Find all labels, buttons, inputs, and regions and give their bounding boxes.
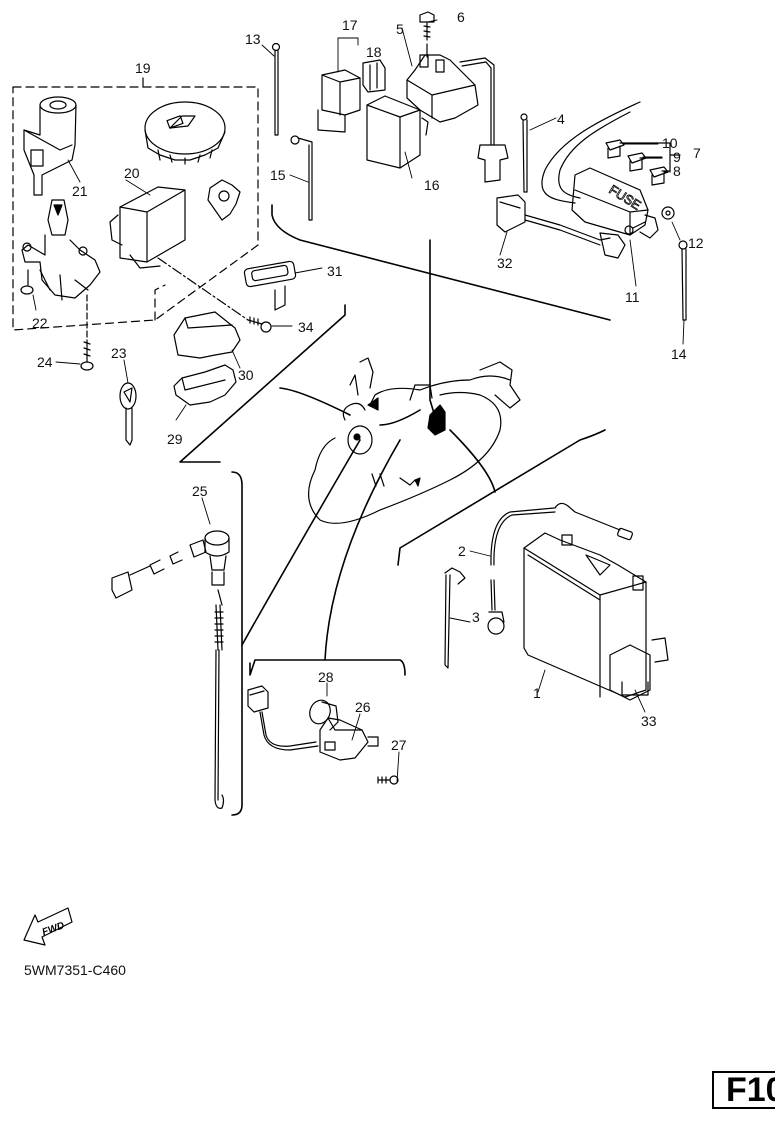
callout-31: 31 xyxy=(327,263,343,279)
part-30-cover xyxy=(173,311,241,359)
part-19-main-switch xyxy=(21,199,101,301)
callout-26: 26 xyxy=(355,699,371,715)
callout-18: 18 xyxy=(366,44,382,60)
callout-7: 7 xyxy=(693,145,701,161)
part-25-sensor xyxy=(111,530,230,809)
callout-30: 30 xyxy=(238,367,254,383)
part-24-bolt xyxy=(80,294,94,371)
part-5-starter-relay xyxy=(406,54,509,183)
part-27-screw xyxy=(377,775,399,785)
part-32-connector xyxy=(496,194,626,259)
part-17-relay xyxy=(317,69,361,133)
callout-1: 1 xyxy=(533,685,541,701)
fwd-arrow-icon: FWD xyxy=(23,907,73,946)
part-3-tie-strap xyxy=(444,567,466,669)
callout-2: 2 xyxy=(458,543,466,559)
callout-14: 14 xyxy=(671,346,687,362)
callout-23: 23 xyxy=(111,345,127,361)
callout-leader-lines xyxy=(32,19,685,783)
part-16-relay xyxy=(366,95,429,169)
part-20-ecu xyxy=(109,186,186,269)
part-29-holder xyxy=(173,364,237,406)
callout-34: 34 xyxy=(298,319,314,335)
callout-28: 28 xyxy=(318,669,334,685)
part-2-battery-cable xyxy=(487,502,633,635)
callout-21: 21 xyxy=(72,183,88,199)
callout-10: 10 xyxy=(662,135,678,151)
callout-8: 8 xyxy=(673,163,681,179)
callout-25: 25 xyxy=(192,483,208,499)
part-12-grommet xyxy=(661,206,675,220)
part-31-rubber xyxy=(243,260,297,311)
callout-4: 4 xyxy=(557,111,565,127)
callout-20: 20 xyxy=(124,165,140,181)
part-28-clamp xyxy=(309,699,339,731)
section-boundaries xyxy=(179,204,611,816)
part-14-tie-strap xyxy=(678,240,688,321)
part-21-lock-cylinder xyxy=(23,96,77,196)
part-8-9-10-fuses xyxy=(605,139,681,186)
motorcycle-silhouette xyxy=(308,357,521,524)
part-34-screw xyxy=(157,257,272,333)
callout-13: 13 xyxy=(245,31,261,47)
callout-24: 24 xyxy=(37,354,53,370)
callout-16: 16 xyxy=(424,177,440,193)
part-11-screw xyxy=(624,221,646,235)
drawing-code: 5WM7351-C460 xyxy=(24,962,126,978)
part-22-bolt xyxy=(20,269,34,295)
callout-11: 11 xyxy=(625,289,640,305)
page-id-box: F10 xyxy=(712,1071,775,1109)
callout-5: 5 xyxy=(396,21,404,37)
callout-12: 12 xyxy=(688,235,704,251)
part-bracket-sensor xyxy=(207,179,241,221)
callout-19: 19 xyxy=(135,60,151,76)
part-4-tie-strap xyxy=(520,113,528,193)
callout-27: 27 xyxy=(391,737,407,753)
page-id: F10 xyxy=(726,1071,775,1109)
part-15-wire-clip xyxy=(290,135,313,221)
callout-22: 22 xyxy=(32,315,48,331)
callout-3: 3 xyxy=(472,609,480,625)
part-26-speed-sensor xyxy=(247,685,379,761)
callout-15: 15 xyxy=(270,167,286,183)
callout-17: 17 xyxy=(342,17,358,33)
fuse-box-label: FUSE xyxy=(606,182,644,213)
part-1-battery xyxy=(523,532,647,698)
part-18-connector xyxy=(362,59,386,93)
callout-33: 33 xyxy=(641,713,657,729)
part-13-tie-strap xyxy=(271,42,281,136)
fwd-label: FWD xyxy=(41,920,66,938)
part-19-fuel-cap xyxy=(144,101,226,165)
callout-9: 9 xyxy=(673,149,681,165)
part-6-bolt xyxy=(419,11,435,58)
group-19-dashed-box xyxy=(12,77,259,331)
part-23-key xyxy=(119,382,137,446)
callout-29: 29 xyxy=(167,431,183,447)
callout-6: 6 xyxy=(457,9,465,25)
part-33-relay xyxy=(609,637,669,701)
callout-32: 32 xyxy=(497,255,513,271)
